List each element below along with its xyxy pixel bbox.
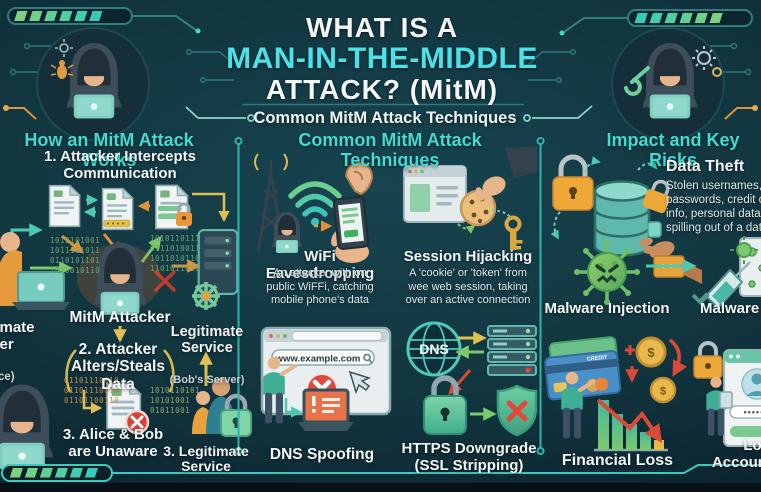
step2-label: 2. Attacker Alters/Steals Data: [71, 341, 165, 393]
column-header-middle: Common MitM Attack Techniques: [298, 130, 482, 171]
wifi-eavesdropping-desc: An attacker with on public WiFFi, catchi…: [266, 267, 374, 306]
session-hijacking-desc: A 'cookie' or 'token' from wee web sessi…: [405, 267, 531, 306]
hacker-figure-top-left: [36, 27, 150, 141]
gear-icon: [192, 282, 220, 310]
padlock-icon: [176, 202, 192, 226]
account-lock-icon: [693, 341, 723, 379]
database-icon: [593, 180, 651, 257]
main-title-line3: ATTACK? (MitM): [265, 74, 499, 105]
legitimate-user-label: Legitimate User (Alice): [0, 318, 35, 384]
arrow-red-curve: [668, 338, 687, 377]
data-theft-title: Data Theft: [666, 158, 745, 175]
gear-icon: [55, 39, 73, 57]
right-column-diagram: CREDIT $ $: [544, 154, 761, 452]
circuit-orange-trace: [3, 105, 758, 120]
browser-session-icon: [403, 165, 467, 223]
dns-globe-icon: DNS: [406, 321, 462, 377]
binary-code-block: 1010110111 0111010011 1011010110 1101011…: [150, 234, 201, 273]
virus-icon: [574, 239, 640, 305]
progress-bar-top-left: [7, 7, 201, 34]
password-dots: •••••••: [743, 408, 761, 418]
arrow-green-up: [140, 235, 162, 263]
hacker-figure-top-right: [611, 27, 725, 141]
left-column-diagram: [0, 184, 252, 470]
progress-bar-top-right: [559, 9, 753, 36]
column-divider-right: [536, 137, 545, 455]
binary-code-block: 1010110101 10101001 01011001: [150, 386, 201, 415]
magnifier-icon: [363, 353, 373, 364]
main-title-line1: WHAT IS A: [305, 12, 459, 43]
document-icon: [48, 184, 81, 228]
laptop-alert-icon: [298, 388, 354, 431]
hand-cookie-icon: [459, 146, 537, 227]
financial-loss-title: Financial Loss: [561, 452, 674, 469]
padlock-icon: [552, 154, 594, 211]
wifi-icon: [288, 181, 342, 226]
arrow-yellow-elbow: [82, 390, 103, 414]
svg-text:$: $: [647, 345, 655, 360]
malware-injection-title: Malware Injection: [544, 300, 670, 317]
url-text: www.example.com: [275, 354, 361, 365]
subtitle: Common MitM Attack Techniques: [253, 109, 517, 127]
gear-icon: [692, 46, 722, 77]
step2-brackets: [65, 349, 175, 393]
column-divider-left: [234, 137, 243, 455]
phone-in-hand-icon: [331, 196, 370, 263]
main-title-line2: MAN-IN-THE-MIDDLE: [226, 42, 538, 75]
browser-dns-icon: www.example.com: [260, 326, 392, 416]
arrow-doc-to-server: [192, 192, 230, 223]
svg-text:$: $: [660, 386, 666, 398]
bottom-progress-bar: [1, 464, 761, 482]
wifi-eavesdropping-title: WiFi Eavesdropping: [265, 248, 375, 282]
bug-icon: [50, 60, 74, 79]
key-icon: [504, 215, 523, 250]
step1-label: 1. Attacker Intercepts Communication: [43, 148, 196, 182]
binary-code-block: 01101110010 01101110010 01101100110: [64, 376, 120, 405]
small-padlock-icon: [642, 179, 670, 214]
https-downgrade-title: HTTPS Downgrade (SSL Stripping): [401, 440, 537, 474]
column-header-right: Impact and Key Risks: [606, 130, 740, 171]
dns-label: DNS: [419, 341, 449, 357]
arrow-orange-diag1: [61, 234, 85, 254]
loss-account-title: Loss of Account Access: [711, 437, 761, 471]
binary-code-block: 1010101001 1011101011 0110101101 1010010…: [50, 236, 101, 275]
mitm-attacker-label: MitM Attacker: [69, 309, 171, 326]
arrow-teal-elbow: [284, 398, 303, 418]
intercept-x-icon: [154, 270, 176, 292]
legitimate-user-icon: [0, 232, 70, 310]
credit-card-icon: CREDIT: [544, 336, 622, 401]
arrow-green-dashed: [457, 223, 476, 234]
https-padlock-icon: [423, 375, 467, 435]
middle-column-diagram: www.example.com DNS: [254, 146, 538, 437]
decline-arrow: [596, 398, 663, 443]
bar-chart-icon: [594, 398, 668, 452]
bottom-dark-strip: [0, 483, 761, 492]
shield-x-icon: [496, 384, 538, 437]
session-hijacking-title: Session Hijacking: [403, 248, 533, 265]
column-header-left: How an MitM Attack Works: [24, 130, 194, 171]
legitimate-service-label: Legitimate Service (Bob's Server): [169, 323, 245, 387]
red-plus: [625, 345, 635, 355]
password-field: [729, 405, 761, 419]
dns-spoofing-title: DNS Spoofing: [269, 446, 375, 463]
green-padlock-icon: [220, 393, 252, 437]
cursor-icon: [348, 370, 372, 395]
server-stack-icon: [487, 325, 537, 376]
credit-label: CREDIT: [587, 355, 609, 363]
mini-lock-icon: [647, 221, 662, 238]
step3a-label: 3. Alice & Bob are Unaware: [62, 426, 164, 460]
step3b-label: 3. Legitimate Service (Bob's Server): [163, 442, 249, 492]
syringe-icon: [691, 236, 758, 310]
coin-icon: $ $: [635, 336, 677, 404]
ear-icon: [344, 161, 373, 196]
data-theft-desc: Stolen usernames, passwords, credit card…: [666, 180, 761, 234]
malware-injection-title-2: Malware Injection: [700, 300, 760, 317]
subtitle-connectors: [185, 105, 593, 122]
wrench-icon: [624, 66, 650, 96]
dashed-arrows: [550, 156, 658, 240]
tablet-icon: [719, 391, 733, 409]
